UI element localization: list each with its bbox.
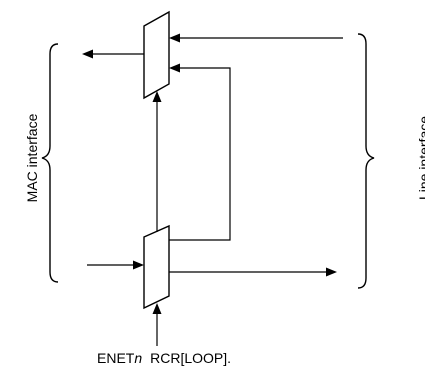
control-index: n (134, 350, 142, 366)
mac-interface-brace (41, 43, 59, 283)
mac-output-arrowhead (82, 49, 93, 59)
control-signal-label: ENETn RCR[LOOP]. (97, 350, 231, 366)
bypass-vertical-arrowhead (152, 91, 162, 102)
loopback-path (169, 67, 231, 241)
mac-interface-label: MAC interface (24, 113, 40, 202)
mac-input-arrowhead (133, 260, 144, 270)
control-input-arrowhead (152, 303, 162, 314)
line-input-arrowhead (169, 33, 180, 43)
loopback-arrowhead (169, 63, 180, 73)
line-interface-label: Line interface (416, 116, 425, 200)
upper-mux (143, 10, 170, 100)
control-prefix: ENET (97, 350, 135, 366)
lower-mux (143, 224, 170, 310)
line-interface-brace (357, 33, 375, 289)
line-output-arrowhead (326, 267, 337, 277)
control-suffix: RCR[LOOP]. (150, 350, 231, 366)
